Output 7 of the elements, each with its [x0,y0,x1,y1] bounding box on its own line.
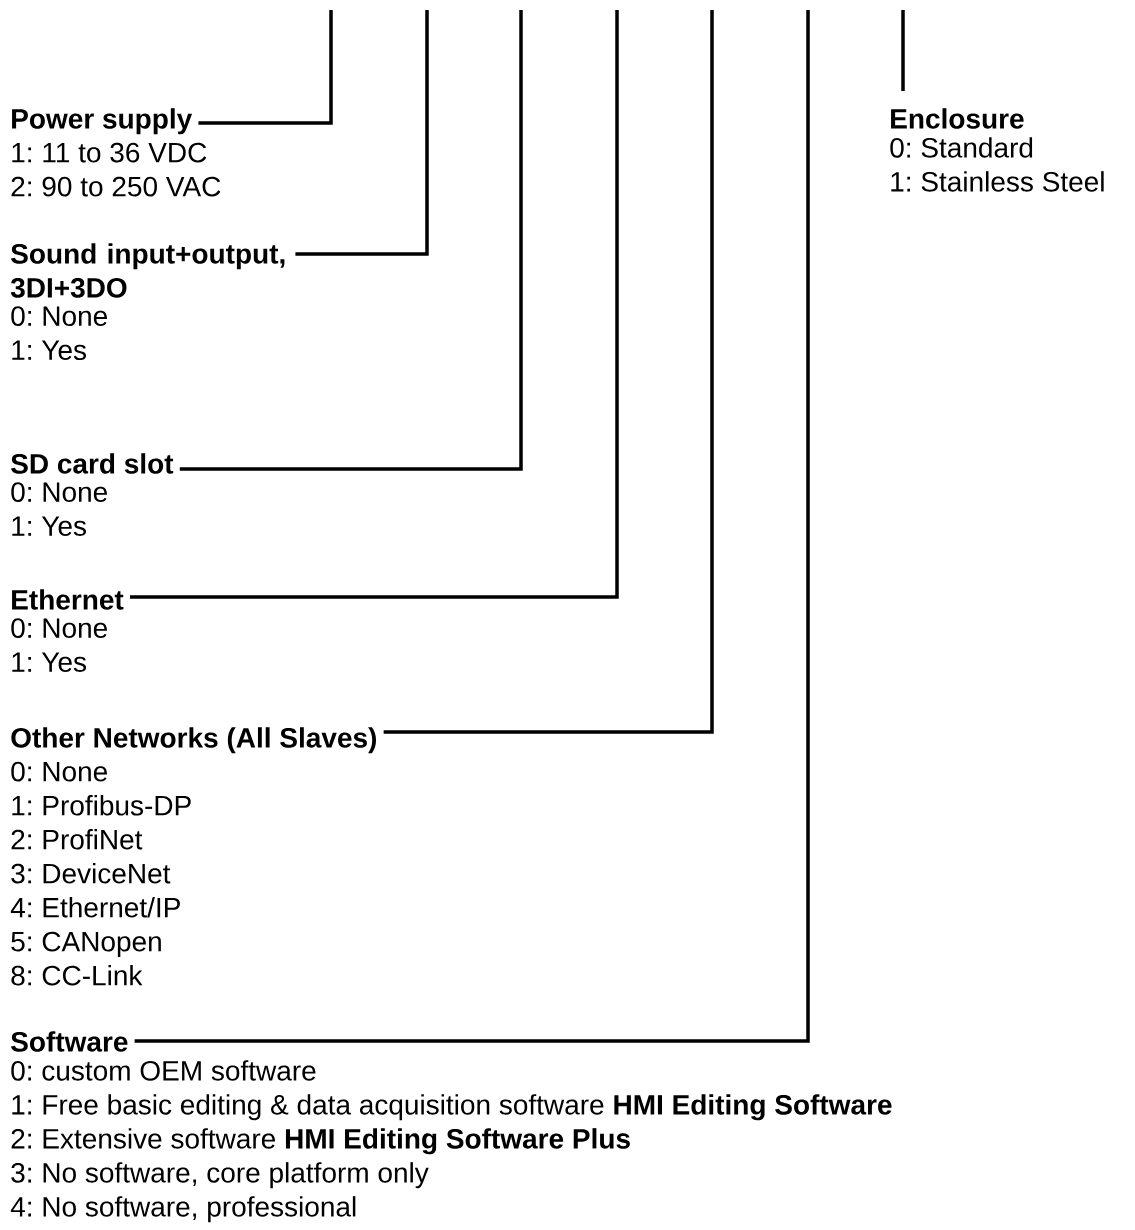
option-group: Other Networks (All Slaves) 0: None 1: Profibus-DP 2: ProfiNet 3: DeviceNet 4: Ethernet/IP 5: CANopen 8: CC-Link [10,727,376,986]
option-group: Software 0: custom OEM software 1: Free basic editing & data acquisition software HMI Editing Software 2: Extensive software HMI Editing Software Plus 3: No software, core platform only 4: No software, professional [10,1031,892,1223]
option-group: Ethernet 0: None 1: Yes [11,589,124,672]
option-group: Sound input+output, 3DI+3DO 0: None 1: Yes [10,243,285,360]
option-group: SD card slot 0: None 1: Yes [11,453,174,536]
option-group: Power supply 1: 11 to 36 VDC 2: 90 to 250 VAC [11,108,221,197]
option-group: Enclosure 0: Standard 1: Stainless Steel [890,108,1104,192]
